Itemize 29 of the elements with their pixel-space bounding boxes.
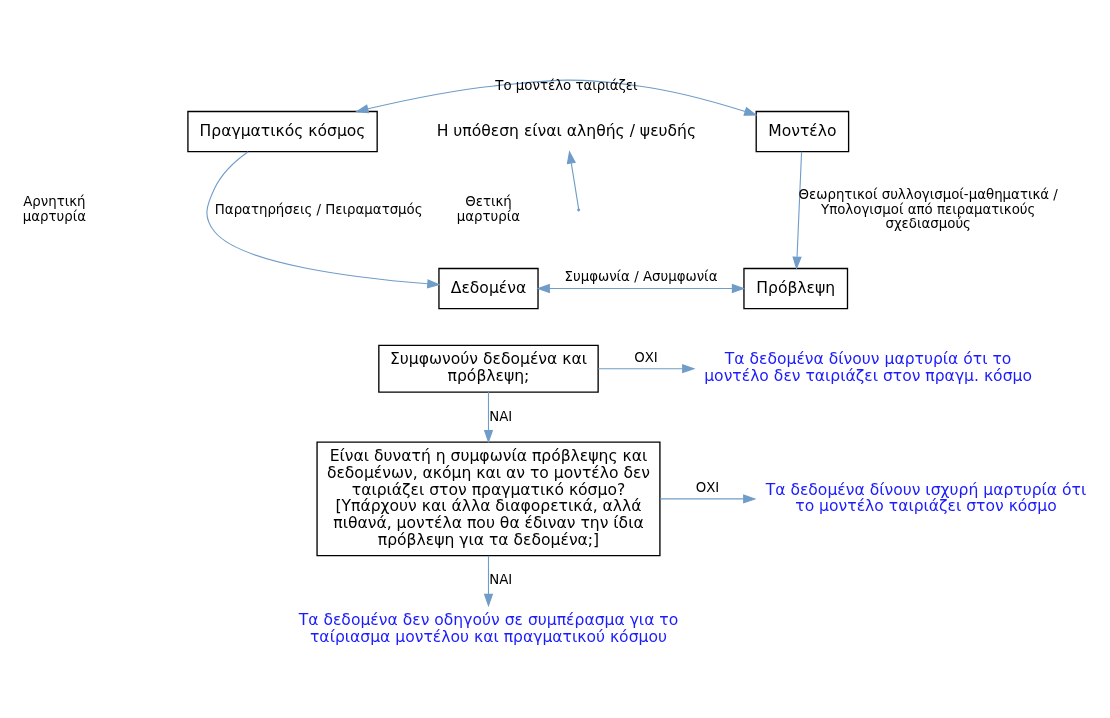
arrow	[206, 150, 441, 288]
label: Αρνητική μαρτυρία	[22, 193, 86, 224]
arrow	[659, 493, 757, 504]
arrow	[792, 150, 803, 270]
node-box: Είναι δυνατή η συμφωνία πρόβλεψης και δεδομένων, ακόμη και αν το μοντέλο δεν ταιριάζει στον πραγματικό κόσμο? [Υπάρχουν και άλλα διαφορετικά, αλλά πιθανά, μοντέλα που θα έδιναν την ίδια πρόβλεψη για τα δεδομένα;]	[316, 440, 661, 556]
node-box: Πρόβλεψη	[743, 267, 849, 309]
edge-label: Θεωρητικοί συλλογισμοί-μαθηματικά / Υπολογισμοί από πειραματικούς σχεδιασμούς	[798, 186, 1058, 231]
edge-label: ΝΑΙ	[489, 408, 513, 424]
label: Θετική μαρτυρία	[456, 193, 521, 224]
node-text: Τα δεδομένα δίνουν μαρτυρία ότι το μοντέλο δεν ταιριάζει στον πραγμ. κόσμο	[704, 349, 1032, 385]
arrow	[483, 554, 494, 607]
edge-label: ΟΧΙ	[634, 349, 658, 365]
arrow	[597, 363, 696, 373]
node-text: Τα δεδομένα δίνουν ισχυρή μαρτυρία ότι το μοντέλο ταιριάζει στον κόσμο	[765, 480, 1087, 515]
edge-label: Το μοντέλο ταιριάζει	[495, 77, 638, 93]
arrow	[536, 283, 746, 293]
node-text: Τα δεδομένα δεν οδηγούν σε συμπέρασμα για το ταίριασμα μοντέλου και πραγματικού κόσμου	[298, 610, 679, 646]
arrow	[355, 79, 758, 116]
arrow	[483, 391, 494, 443]
edge-label: Παρατηρήσεις / Πειραματσμός	[214, 201, 423, 217]
node-box: Συμφωνούν δεδομένα και πρόβλεψη;	[378, 344, 599, 393]
edge-label: ΟΧΙ	[695, 479, 720, 495]
node-box: Πραγματικός κόσμος	[187, 110, 378, 152]
node-box: Μοντέλο	[755, 110, 850, 152]
edge-label: ΝΑΙ	[489, 571, 513, 587]
arrow	[566, 149, 580, 209]
node-text: Η υπόθεση είναι αληθής / ψευδής	[436, 121, 697, 140]
node-box: Δεδομένα	[438, 267, 539, 309]
edge-label: Συμφωνία / Ασυμφωνία	[564, 268, 718, 284]
